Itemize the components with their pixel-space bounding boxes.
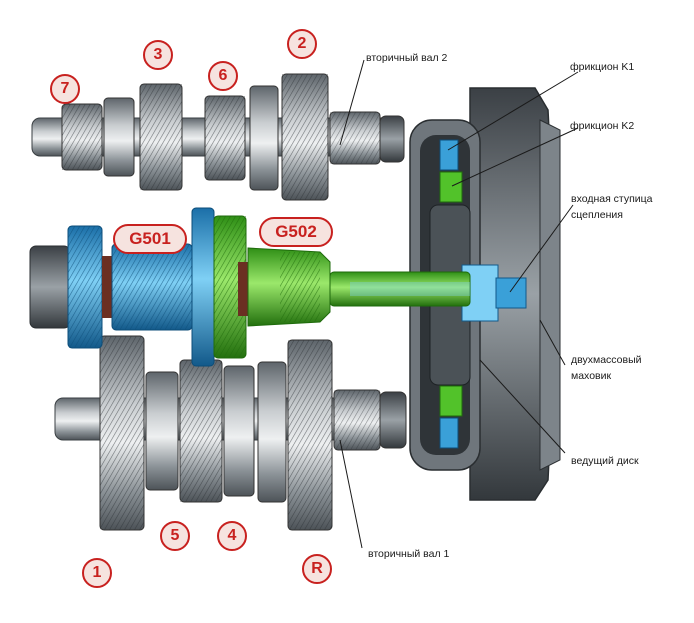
leader-clutch-k2 [451, 127, 579, 187]
gear-4-badge: 4 [217, 521, 247, 551]
label-input-hub-line2: сцепления [571, 209, 623, 221]
leader-drive-disc [479, 359, 566, 454]
clutch-k2-plates [439, 171, 463, 417]
gear-1-badge: 1 [82, 558, 112, 588]
label-clutch-k1: фрикцион K1 [570, 61, 635, 73]
gear-7-badge: 7 [50, 74, 80, 104]
label-flywheel-line2: маховик [571, 370, 612, 382]
gear-5-badge: 5 [160, 521, 190, 551]
clutch-k1-plates [439, 139, 459, 449]
label-secondary-shaft-2: вторичный вал 2 [366, 52, 448, 64]
label-flywheel-line1: двухмассовый [571, 354, 642, 366]
leader-secondary-shaft-1 [339, 439, 363, 549]
leader-clutch-k1 [447, 71, 579, 151]
label-input-hub-line1: входная ступица [571, 193, 653, 205]
secondary-shaft-2 [31, 73, 405, 201]
sensor-g501-badge: G501 [113, 224, 187, 254]
sensor-g502-badge: G502 [259, 217, 333, 247]
label-secondary-shaft-1: вторичный вал 1 [368, 548, 450, 560]
gear-3-badge: 3 [143, 40, 173, 70]
leader-secondary-shaft-2 [339, 59, 365, 146]
leader-flywheel [539, 319, 566, 366]
label-drive-disc: ведущий диск [571, 455, 639, 467]
gear-6-badge: 6 [208, 61, 238, 91]
label-clutch-k2: фрикцион K2 [570, 120, 635, 132]
callout-lines [339, 59, 579, 549]
gear-2-badge: 2 [287, 29, 317, 59]
secondary-shaft-1 [54, 335, 407, 531]
gear-r-badge: R [302, 554, 332, 584]
leader-input-hub [509, 204, 574, 293]
input-shafts [29, 207, 471, 367]
